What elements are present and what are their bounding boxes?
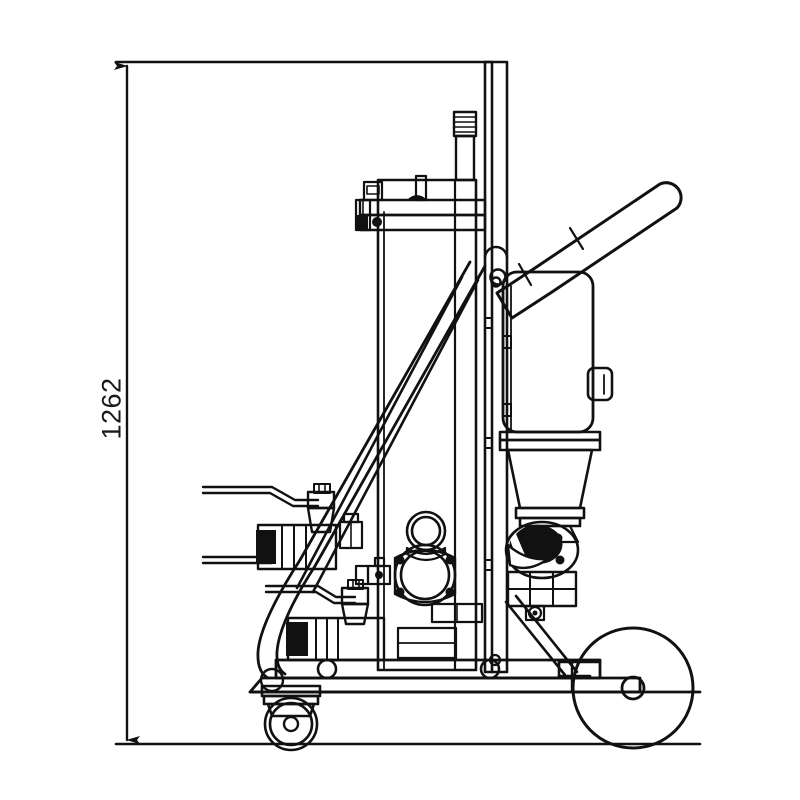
ball-valve-lower — [264, 579, 386, 662]
filter-housing-column — [376, 178, 478, 672]
motor-terminal-box — [586, 366, 614, 402]
base-frame — [248, 658, 702, 694]
wheel-hub — [620, 675, 646, 701]
push-handle — [489, 181, 683, 320]
pipe-fittings — [338, 512, 484, 660]
vertical-mast — [483, 60, 509, 674]
curved-frame-tube — [256, 260, 487, 680]
clamp-bracket — [354, 174, 487, 232]
ball-valve-upper — [201, 483, 338, 571]
axle-bar — [557, 660, 602, 678]
dimension-value-overall-height: 1262 — [96, 377, 127, 440]
inner-rod — [452, 110, 478, 182]
pump-body — [504, 520, 580, 580]
dimension-overall-height — [114, 60, 702, 746]
gauge-port — [405, 510, 447, 562]
motor-flange — [498, 430, 602, 452]
caster-wheel — [259, 667, 322, 752]
main-wheel — [571, 626, 695, 750]
